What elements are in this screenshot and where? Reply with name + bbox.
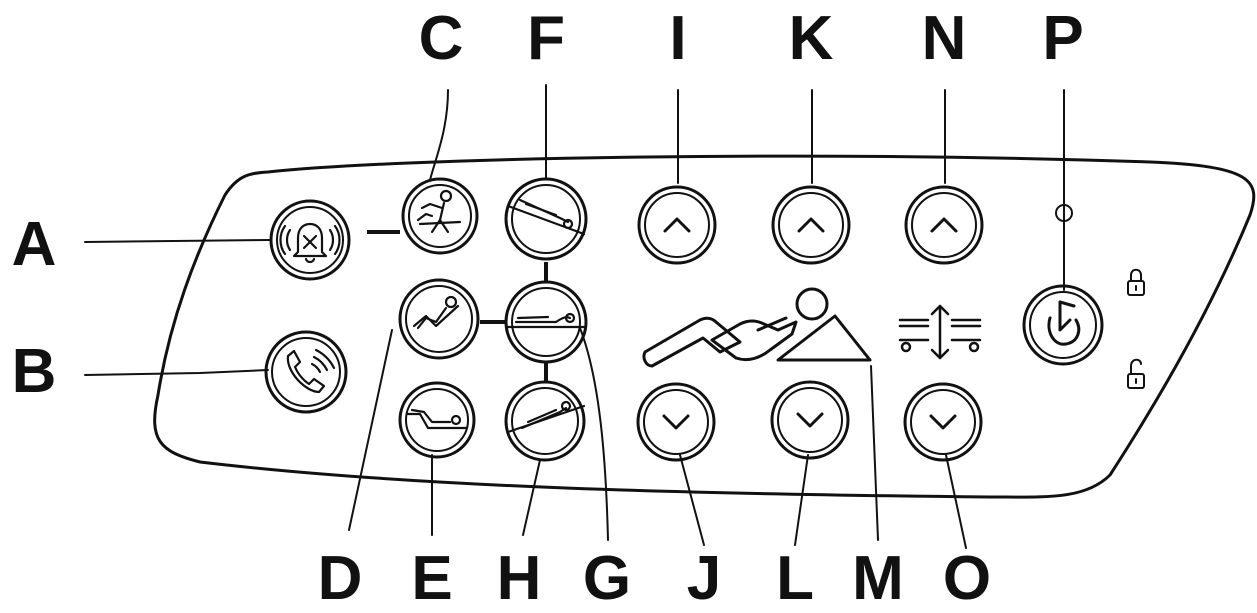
leader-a bbox=[85, 240, 270, 242]
down-arrow-icon bbox=[931, 416, 955, 428]
button-j[interactable] bbox=[638, 384, 714, 460]
callout-i: I bbox=[669, 8, 686, 70]
flat-position-icon bbox=[508, 314, 584, 327]
callout-f: F bbox=[527, 8, 565, 70]
up-arrow-icon bbox=[932, 219, 956, 231]
down-arrow-icon bbox=[798, 414, 822, 426]
leader-m bbox=[871, 366, 878, 540]
chair-egress-icon bbox=[418, 191, 460, 232]
button-k[interactable] bbox=[773, 187, 849, 263]
callout-e: E bbox=[411, 548, 452, 610]
callout-m: M bbox=[852, 548, 904, 610]
down-arrow-icon bbox=[664, 416, 688, 428]
unlocked-icon bbox=[1128, 360, 1144, 388]
leader-c bbox=[430, 90, 448, 180]
callout-a: A bbox=[12, 214, 57, 276]
leader-j bbox=[680, 455, 704, 545]
button-g[interactable] bbox=[506, 282, 586, 362]
nurse-call-icon bbox=[288, 350, 334, 392]
alarm-silence-icon bbox=[281, 224, 340, 262]
button-c[interactable] bbox=[403, 179, 477, 253]
callout-n: N bbox=[922, 8, 967, 70]
locked-icon bbox=[1128, 270, 1144, 295]
callout-k: K bbox=[789, 8, 834, 70]
leader-h bbox=[523, 460, 540, 535]
callout-b: B bbox=[12, 341, 57, 403]
button-b[interactable] bbox=[266, 332, 346, 412]
lockout-key-icon bbox=[1049, 302, 1079, 344]
callout-p: P bbox=[1042, 8, 1083, 70]
callout-c: C bbox=[419, 8, 464, 70]
button-i[interactable] bbox=[639, 187, 715, 263]
button-e[interactable] bbox=[400, 383, 474, 457]
button-f[interactable] bbox=[506, 179, 586, 259]
callout-g: G bbox=[583, 548, 631, 610]
callout-j: J bbox=[687, 548, 721, 610]
height-icon bbox=[900, 306, 980, 358]
callout-h: H bbox=[497, 548, 542, 610]
callout-d: D bbox=[318, 548, 363, 610]
button-p[interactable] bbox=[1024, 286, 1102, 364]
up-arrow-icon bbox=[799, 219, 823, 231]
leader-b bbox=[85, 370, 268, 375]
reverse-trendelenburg-icon bbox=[508, 402, 584, 432]
vascular-position-icon bbox=[408, 410, 466, 428]
leader-l bbox=[795, 455, 808, 545]
leader-g bbox=[580, 328, 608, 540]
button-h[interactable] bbox=[506, 382, 584, 460]
button-o[interactable] bbox=[905, 384, 981, 460]
up-arrow-icon bbox=[665, 219, 689, 231]
knee-head-icon bbox=[644, 289, 870, 366]
cardiac-chair-icon bbox=[414, 297, 458, 328]
callout-o: O bbox=[943, 548, 991, 610]
leader-d bbox=[349, 330, 392, 530]
leader-o bbox=[946, 455, 966, 548]
callout-l: L bbox=[776, 548, 814, 610]
button-n[interactable] bbox=[906, 187, 982, 263]
button-a[interactable] bbox=[271, 201, 349, 279]
trendelenburg-icon bbox=[508, 200, 584, 234]
button-l[interactable] bbox=[772, 382, 848, 458]
button-d[interactable] bbox=[400, 280, 478, 358]
